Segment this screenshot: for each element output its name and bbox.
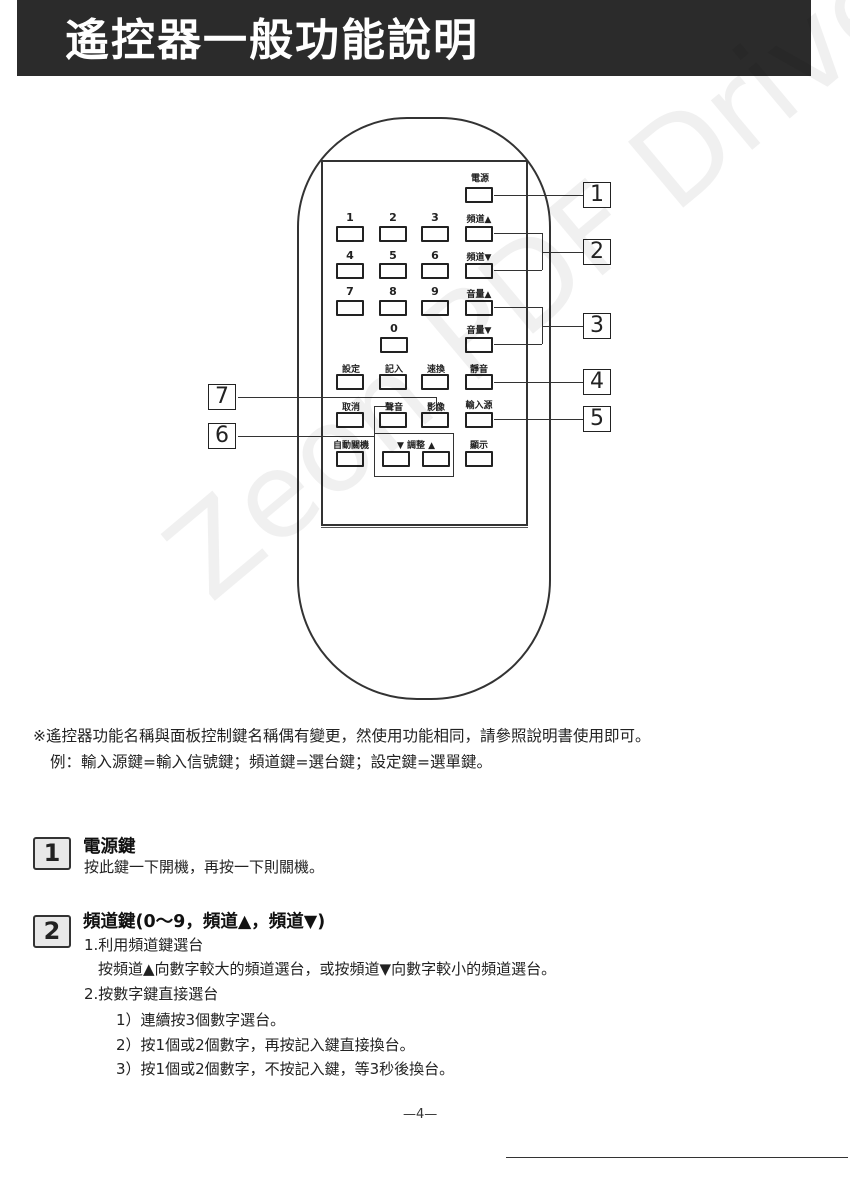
section-2-line-3: 2.按數字鍵直接選台 bbox=[84, 985, 219, 1003]
callout-2: 2 bbox=[583, 239, 611, 265]
note-line-2: 例：輸入源鍵=輸入信號鍵；頻道鍵=選台鍵；設定鍵=選單鍵。 bbox=[50, 753, 492, 771]
vol-up-button[interactable] bbox=[465, 300, 493, 316]
cancel-button[interactable] bbox=[336, 412, 364, 428]
callout-line-1 bbox=[494, 195, 583, 196]
vol-up-label: 音量▲ bbox=[466, 290, 492, 300]
remote-divider-line bbox=[321, 527, 528, 528]
section-2-line-5: 2）按1個或2個數字，再按記入鍵直接換台。 bbox=[116, 1036, 415, 1054]
digit-label-4: 4 bbox=[346, 249, 354, 262]
digit-label-1: 1 bbox=[346, 211, 354, 224]
power-label: 電源 bbox=[470, 174, 489, 184]
callout-line-5 bbox=[494, 419, 583, 420]
section-1-title: 電源鍵 bbox=[83, 837, 136, 857]
callout-7: 7 bbox=[208, 384, 236, 410]
callout-line-7 bbox=[238, 397, 436, 398]
page-title: 遙控器一般功能說明 bbox=[65, 15, 479, 66]
digit-label-3: 3 bbox=[431, 211, 439, 224]
callout-line-7v bbox=[436, 397, 437, 411]
callout-3: 3 bbox=[583, 313, 611, 339]
callout-4: 4 bbox=[583, 369, 611, 395]
remote-body bbox=[297, 117, 551, 700]
input-label: 輸入源 bbox=[465, 401, 493, 411]
digit-button-8[interactable] bbox=[379, 300, 407, 316]
digit-label-2: 2 bbox=[389, 211, 397, 224]
swap-button[interactable] bbox=[421, 374, 449, 390]
digit-button-3[interactable] bbox=[421, 226, 449, 242]
memory-label: 記入 bbox=[384, 365, 403, 375]
ch-down-button[interactable] bbox=[465, 263, 493, 279]
digit-button-9[interactable] bbox=[421, 300, 449, 316]
digit-label-6: 6 bbox=[431, 249, 439, 262]
ch-down-label: 頻道▼ bbox=[466, 253, 492, 263]
adjust-label: ▼ 調整 ▲ bbox=[396, 441, 436, 451]
digit-button-5[interactable] bbox=[379, 263, 407, 279]
vol-down-button[interactable] bbox=[465, 337, 493, 353]
section-2-line-2: 按頻道▲向數字較大的頻道選台，或按頻道▼向數字較小的頻道選台。 bbox=[98, 960, 557, 978]
note-line-1: ※遙控器功能名稱與面板控制鍵名稱偶有變更，然使用功能相同，請參照說明書使用即可。 bbox=[33, 727, 651, 745]
digit-button-4[interactable] bbox=[336, 263, 364, 279]
section-1-number-icon: 1 bbox=[33, 837, 71, 870]
callout-line-2c bbox=[542, 252, 583, 253]
ch-up-label: 頻道▲ bbox=[466, 215, 492, 225]
callout-line-6h bbox=[374, 406, 392, 407]
callout-line-4 bbox=[494, 382, 583, 383]
mute-label: 靜音 bbox=[469, 365, 488, 375]
setup-label: 設定 bbox=[341, 365, 360, 375]
input-button[interactable] bbox=[465, 412, 493, 428]
adjust-down-button[interactable] bbox=[382, 451, 410, 467]
section-2-title: 頻道鍵(0～9，頻道▲，頻道▼) bbox=[83, 912, 326, 932]
page-number: —4— bbox=[403, 1107, 438, 1122]
cancel-label: 取消 bbox=[341, 403, 360, 413]
mute-button[interactable] bbox=[465, 374, 493, 390]
digit-button-2[interactable] bbox=[379, 226, 407, 242]
display-button[interactable] bbox=[465, 451, 493, 467]
digit-label-7: 7 bbox=[346, 285, 354, 298]
callout-5: 5 bbox=[583, 406, 611, 432]
callout-line-3c bbox=[542, 326, 583, 327]
callout-line-6v bbox=[374, 406, 375, 436]
digit-label-0: 0 bbox=[390, 322, 398, 335]
ch-up-button[interactable] bbox=[465, 226, 493, 242]
setup-button[interactable] bbox=[336, 374, 364, 390]
callout-line-3b bbox=[494, 344, 542, 345]
picture-button[interactable] bbox=[421, 412, 449, 428]
callout-line-6 bbox=[238, 436, 374, 437]
digit-button-0[interactable] bbox=[380, 337, 408, 353]
header-bar bbox=[17, 0, 811, 76]
digit-label-8: 8 bbox=[389, 285, 397, 298]
memory-button[interactable] bbox=[379, 374, 407, 390]
sound-label: 聲音 bbox=[384, 403, 403, 413]
remote-panel bbox=[321, 160, 528, 526]
sound-button[interactable] bbox=[379, 412, 407, 428]
section-2-line-1: 1.利用頻道鍵選台 bbox=[84, 936, 204, 954]
section-2-number-icon: 2 bbox=[33, 915, 71, 948]
callout-1: 1 bbox=[583, 182, 611, 208]
digit-label-5: 5 bbox=[389, 249, 397, 262]
display-label: 顯示 bbox=[469, 441, 488, 451]
picture-label: 影像 bbox=[426, 403, 445, 413]
section-1-line-1: 按此鍵一下開機，再按一下則關機。 bbox=[84, 858, 325, 876]
swap-label: 速換 bbox=[426, 365, 445, 375]
bottom-rule bbox=[506, 1157, 848, 1158]
auto-off-button[interactable] bbox=[336, 451, 364, 467]
callout-line-3a bbox=[494, 307, 542, 308]
adjust-group-box bbox=[374, 433, 454, 477]
callout-line-2b bbox=[494, 270, 542, 271]
digit-label-9: 9 bbox=[431, 285, 439, 298]
callout-line-2v bbox=[542, 233, 543, 270]
power-button[interactable] bbox=[465, 187, 493, 203]
callout-line-2a bbox=[494, 233, 542, 234]
digit-button-1[interactable] bbox=[336, 226, 364, 242]
vol-down-label: 音量▼ bbox=[466, 326, 492, 336]
adjust-up-button[interactable] bbox=[422, 451, 450, 467]
section-2-line-6: 3）按1個或2個數字，不按記入鍵，等3秒後換台。 bbox=[116, 1060, 455, 1078]
callout-line-3v bbox=[542, 307, 543, 344]
digit-button-7[interactable] bbox=[336, 300, 364, 316]
auto-off-label: 自動關機 bbox=[332, 441, 369, 451]
digit-button-6[interactable] bbox=[421, 263, 449, 279]
section-2-line-4: 1）連續按3個數字選台。 bbox=[116, 1011, 286, 1029]
callout-6: 6 bbox=[208, 423, 236, 449]
